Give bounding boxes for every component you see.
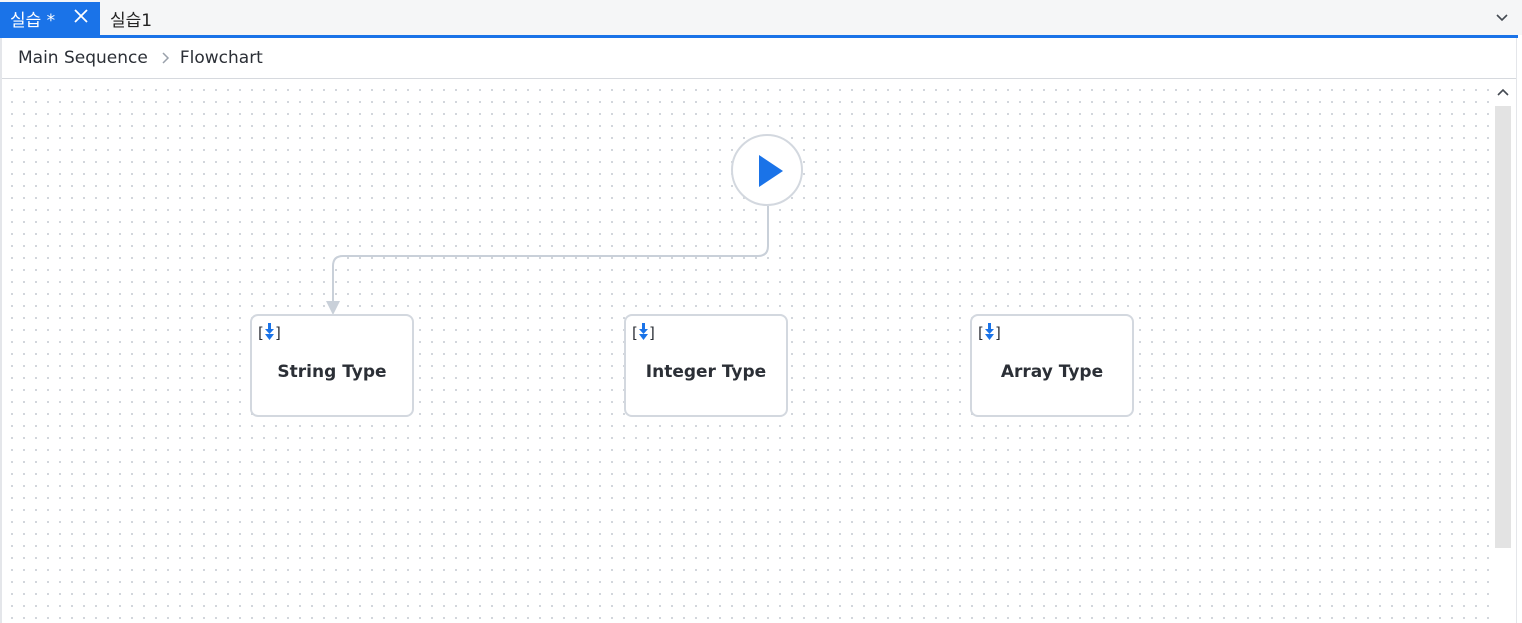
assign-icon: [ ]: [258, 323, 281, 342]
scrollbar-thumb[interactable]: [1495, 106, 1511, 548]
close-icon[interactable]: [72, 7, 90, 25]
svg-text:]: ]: [995, 324, 1001, 342]
start-node[interactable]: [731, 134, 803, 206]
activity-array-type[interactable]: [ ] Array Type: [970, 314, 1134, 417]
connector-arrowhead: [326, 301, 340, 315]
play-icon: [759, 155, 783, 187]
active-tab-underline: [0, 35, 1518, 38]
svg-text:[: [: [258, 324, 264, 342]
activity-label: Array Type: [1000, 362, 1104, 382]
frame-right-border: [1516, 38, 1522, 623]
svg-text:]: ]: [649, 324, 655, 342]
tab-active-label: 실습 *: [10, 11, 56, 31]
activity-integer-type[interactable]: [ ] Integer Type: [624, 314, 788, 417]
breadcrumb: Main Sequence Flowchart: [2, 38, 1516, 79]
tab-inactive-document[interactable]: 실습1: [100, 2, 152, 35]
chevron-up-icon[interactable]: [1495, 86, 1511, 98]
tab-inactive-label: 실습1: [110, 11, 153, 31]
chevron-down-icon[interactable]: [1494, 10, 1510, 26]
svg-text:[: [: [632, 324, 638, 342]
document-tab-strip: 실습 * 실습1: [0, 0, 1522, 35]
chevron-right-icon: [162, 52, 169, 64]
flowchart-canvas[interactable]: [ ] String Type [ ] Integer Type [ ]: [2, 80, 1490, 623]
frame-left-border: [0, 38, 2, 623]
assign-icon: [ ]: [978, 323, 1001, 342]
activity-label: String Type: [277, 362, 387, 382]
activity-label: Integer Type: [645, 362, 767, 382]
assign-icon: [ ]: [632, 323, 655, 342]
vertical-scrollbar[interactable]: [1490, 80, 1516, 623]
svg-text:]: ]: [275, 324, 281, 342]
svg-text:[: [: [978, 324, 984, 342]
breadcrumb-item-main-sequence[interactable]: Main Sequence: [18, 48, 148, 68]
activity-string-type[interactable]: [ ] String Type: [250, 314, 414, 417]
breadcrumb-item-flowchart[interactable]: Flowchart: [179, 48, 263, 68]
